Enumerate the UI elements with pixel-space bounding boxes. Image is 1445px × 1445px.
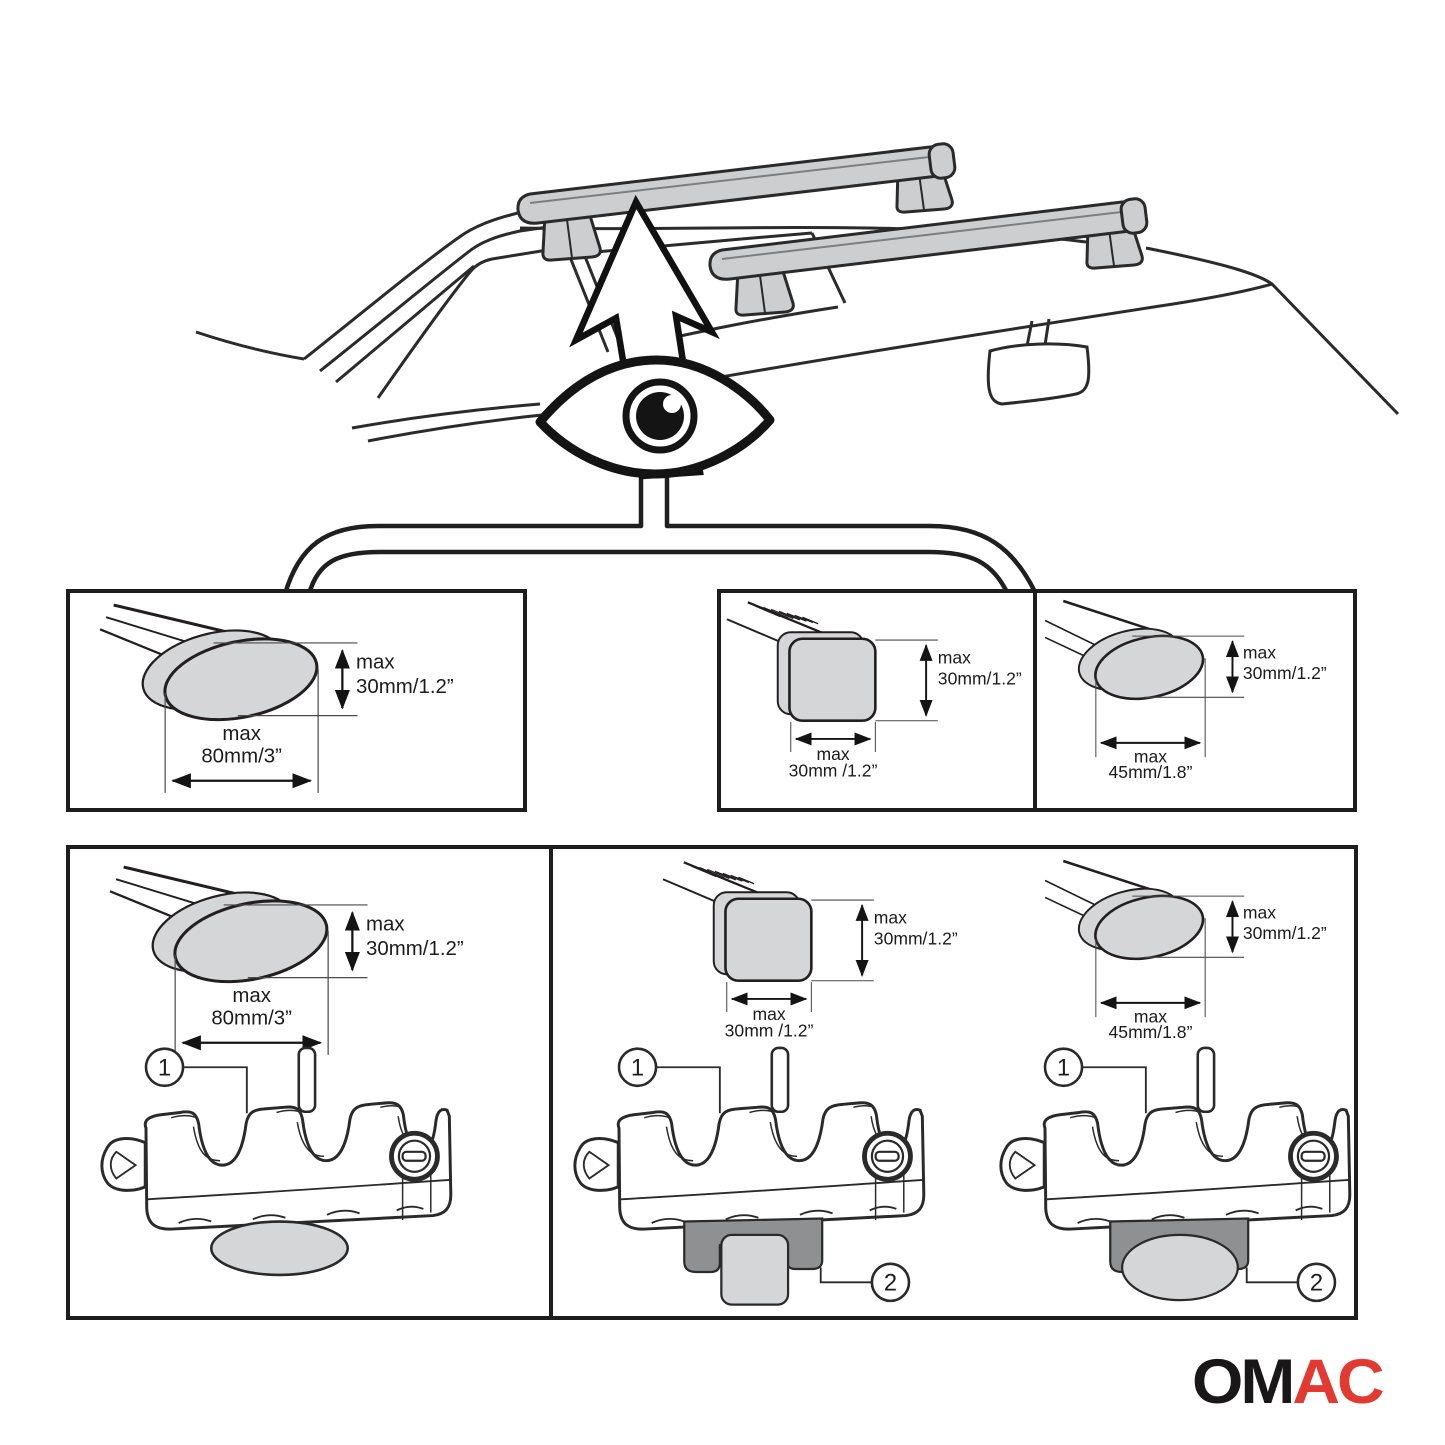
callout-1-circle xyxy=(144,1047,185,1088)
mount-panel: max 30mm/1.2” max 80mm/3” 1 max 30mm/1.2… xyxy=(66,845,1358,1320)
square-bar-section xyxy=(720,1233,790,1306)
height-max-value: 30mm/1.2” xyxy=(1243,923,1327,943)
callout-1-circle xyxy=(617,1047,658,1088)
height-max-label: max xyxy=(1243,642,1276,662)
width-max-value: 45mm/1.8” xyxy=(1109,1022,1193,1042)
eye-icon xyxy=(535,355,775,479)
square-profile: max 30mm/1.2” max 30mm /1.2” xyxy=(723,601,1022,781)
width-max-value: 80mm/3” xyxy=(211,1007,292,1030)
brand-logo: OMAC xyxy=(1192,1345,1385,1417)
panel-divider xyxy=(1033,593,1037,808)
height-max-value: 30mm/1.2” xyxy=(874,928,958,948)
rearview-mirror xyxy=(986,342,1091,406)
callout-1: 1 xyxy=(158,1055,171,1081)
clamp-drawing: 1 xyxy=(100,1045,456,1277)
width-max-value: 45mm/1.8” xyxy=(1109,762,1193,782)
width-max-value: 30mm /1.2” xyxy=(789,761,878,781)
width-max-label: max xyxy=(752,1004,785,1024)
mount-section-square: max 30mm/1.2” max 30mm /1.2” 1 2 xyxy=(549,849,1009,1316)
height-max-value: 30mm/1.2” xyxy=(366,937,464,960)
profile-panel-pair: max 30mm/1.2” max 30mm /1.2” max 30mm/1.… xyxy=(717,589,1357,812)
callout-2-circle xyxy=(870,1262,911,1303)
height-max-value: 30mm/1.2” xyxy=(1243,663,1327,683)
callout-2: 2 xyxy=(884,1270,897,1296)
car-outline xyxy=(195,200,1400,443)
height-max-label: max xyxy=(874,907,907,927)
logo-text-red: AC xyxy=(1292,1345,1384,1417)
cross-bar-rear xyxy=(516,145,955,225)
panel-divider xyxy=(549,849,553,1316)
width-max-value: 80mm/3” xyxy=(201,745,282,768)
height-max-value: 30mm/1.2” xyxy=(356,675,454,698)
callout-1-circle xyxy=(1043,1047,1084,1088)
small-oval-profile: max 30mm/1.2” max 45mm/1.8” xyxy=(1045,601,1327,782)
width-max-label: max xyxy=(222,722,261,745)
mount-section-small-oval: max 30mm/1.2” max 45mm/1.8” 1 2 xyxy=(1005,849,1354,1316)
width-max-label: max xyxy=(1134,1006,1167,1026)
roof-crossbars xyxy=(516,142,1149,317)
height-max-label: max xyxy=(1243,902,1276,922)
clamp-drawing: 1 2 xyxy=(999,1045,1355,1303)
width-max-label: max xyxy=(816,744,849,764)
height-max-label: max xyxy=(938,647,971,667)
profile-panel-wide-oval: max 30mm/1.2” max 80mm/3” xyxy=(66,589,527,812)
callout-1: 1 xyxy=(1057,1055,1070,1081)
height-max-label: max xyxy=(366,913,405,936)
car-roof-illustration xyxy=(195,142,1400,597)
oval-bar-section xyxy=(1121,1233,1239,1302)
width-max-label: max xyxy=(232,984,271,1007)
branch-connector xyxy=(282,469,1039,597)
clamp-drawing: 1 2 xyxy=(573,1045,929,1306)
height-max-label: max xyxy=(356,651,395,674)
logo-text-black: OM xyxy=(1192,1345,1295,1417)
callout-2: 2 xyxy=(1310,1270,1323,1296)
callout-1: 1 xyxy=(631,1055,644,1081)
width-max-value: 30mm /1.2” xyxy=(725,1021,814,1041)
width-max-label: max xyxy=(1134,746,1167,766)
oval-bar-section xyxy=(209,1220,350,1277)
callout-2-circle xyxy=(1296,1262,1337,1303)
mount-section-wide-oval: max 30mm/1.2” max 80mm/3” 1 xyxy=(70,849,549,1316)
height-max-value: 30mm/1.2” xyxy=(938,668,1022,688)
